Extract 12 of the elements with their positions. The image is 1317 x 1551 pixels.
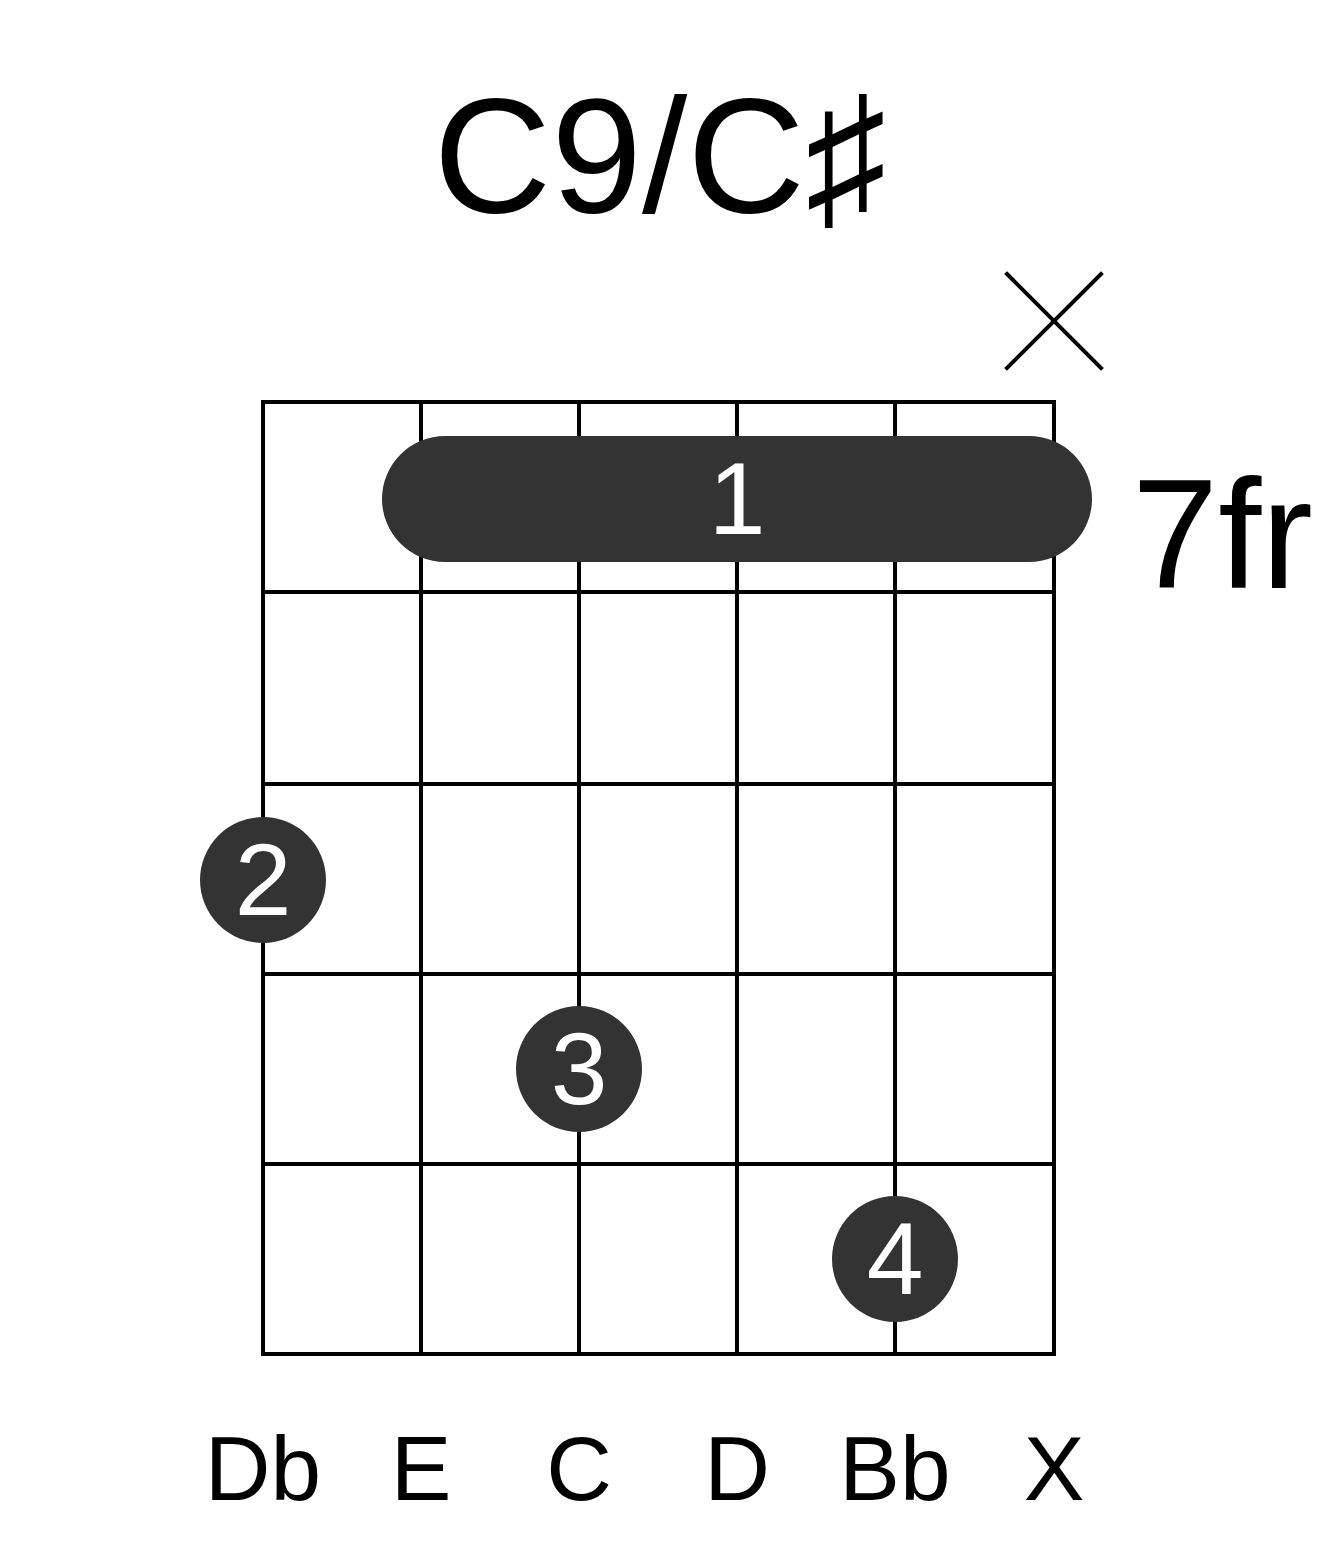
barre-bar: 1	[382, 436, 1092, 562]
fret-number: 7fr	[1132, 457, 1313, 612]
string-note: C	[546, 1423, 612, 1514]
string-note: Db	[204, 1423, 322, 1514]
string-note: Bb	[839, 1423, 951, 1514]
finger-dot: 2	[200, 817, 326, 943]
finger-dot: 4	[832, 1196, 958, 1322]
string-note: D	[704, 1423, 770, 1514]
string-note: E	[390, 1423, 452, 1514]
chord-title: C9/C♯	[433, 74, 887, 237]
string-note: X	[1023, 1423, 1085, 1514]
finger-dot: 3	[516, 1006, 642, 1132]
